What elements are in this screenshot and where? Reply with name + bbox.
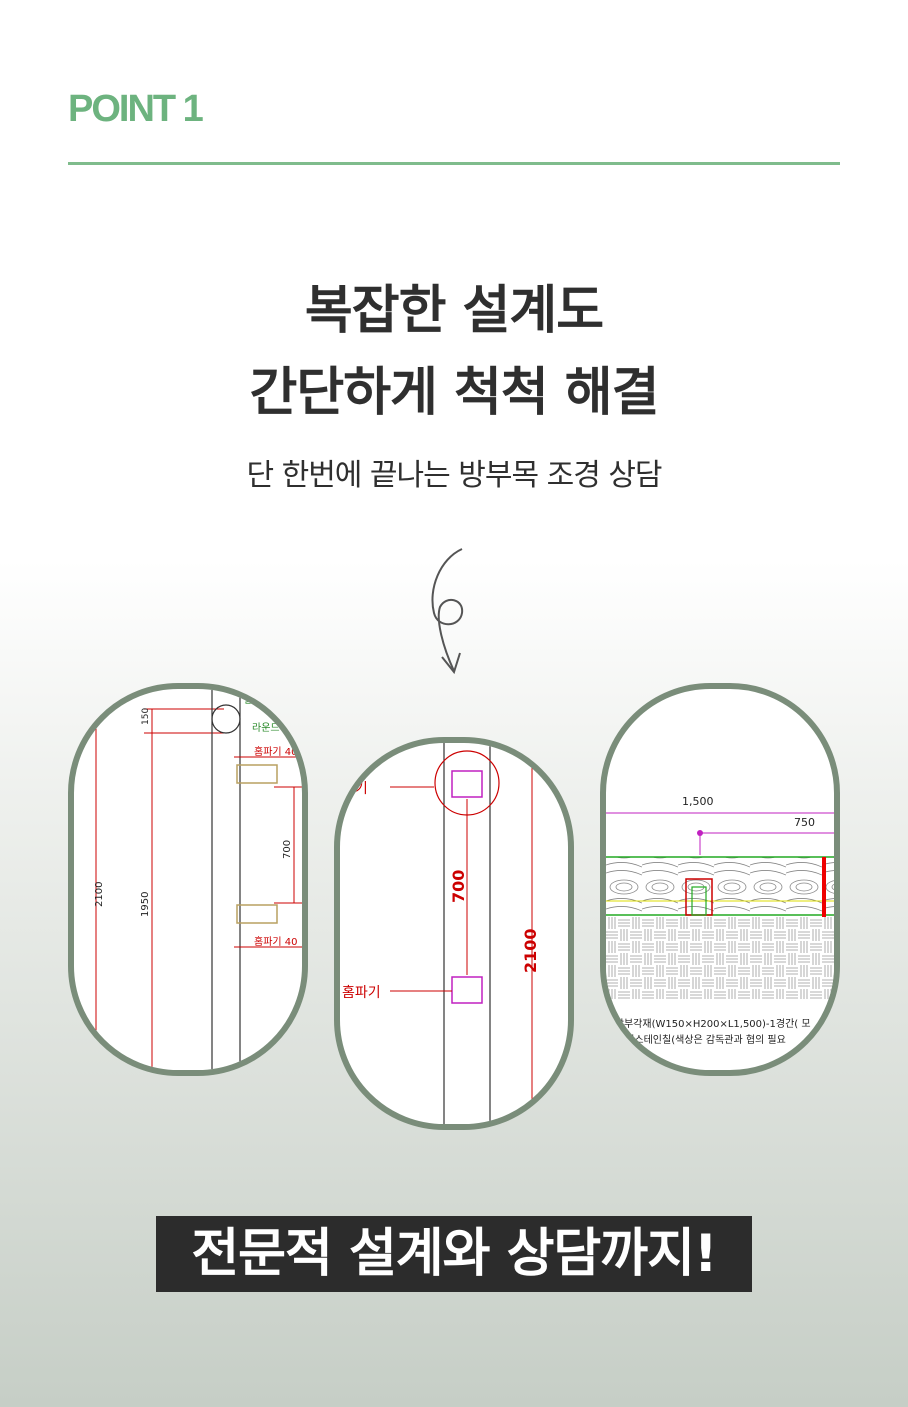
left-note-1: 볼 가공 xyxy=(244,694,275,706)
left-dim-2100: 2100 xyxy=(94,882,105,907)
right-dim-750: 750 xyxy=(794,816,815,829)
cta-banner: 전문적 설계와 상담까지! xyxy=(156,1216,752,1292)
center-dim-2100: 2100 xyxy=(521,928,540,973)
header-divider xyxy=(68,162,840,165)
left-dim-700: 700 xyxy=(282,840,293,859)
headline-line-2: 간단하게 척척 해결 xyxy=(249,363,660,423)
left-note-2: 라운드 가 xyxy=(252,722,292,734)
drawing-frame-center: 파기 홈파기 700 2100 xyxy=(334,737,574,1130)
drawing-frame-left: 볼 가공 라운드 가 홈파기 40 홈파기 40 150 2100 1950 7… xyxy=(68,683,308,1076)
subtitle: 단 한번에 끝나는 방부목 조경 상담 xyxy=(246,458,662,493)
left-note-4: 홈파기 40 xyxy=(254,935,298,948)
left-dim-150: 150 xyxy=(141,708,151,725)
right-note-2: 오일스테인칠(색상은 감독관과 협의 필요 xyxy=(616,1033,786,1046)
left-dim-1950: 1950 xyxy=(140,892,151,917)
center-note-1: 파기 xyxy=(342,781,368,797)
center-note-2: 홈파기 xyxy=(342,985,381,1001)
right-dim-1500: 1,500 xyxy=(682,795,714,808)
headline-line-1: 복잡한 설계도 xyxy=(304,281,604,341)
left-note-3: 홈파기 40 xyxy=(254,745,298,758)
center-dim-700: 700 xyxy=(449,870,468,903)
drawing-frame-right: 1,500 750 - 방부각재(W150×H200×L1,500)-1경간( … xyxy=(600,683,840,1076)
point-label: POINT 1 xyxy=(68,88,204,130)
right-note-1: - 방부각재(W150×H200×L1,500)-1경간( 모 xyxy=(608,1017,811,1030)
hand-drawn-arrow-icon xyxy=(431,548,464,675)
